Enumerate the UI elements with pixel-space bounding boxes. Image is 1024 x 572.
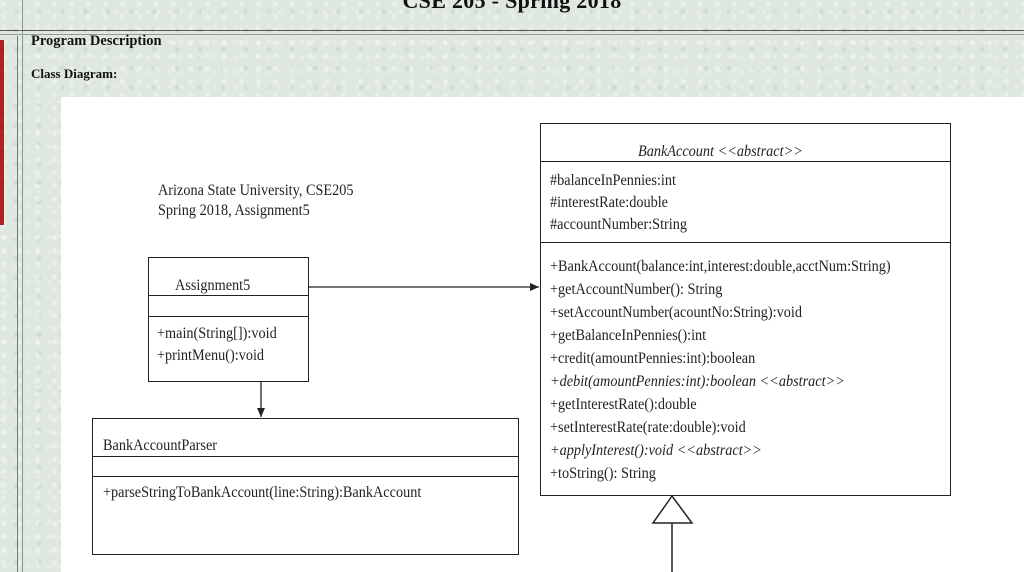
- class-divider: [149, 316, 308, 317]
- attribute: #accountNumber:String: [550, 216, 688, 233]
- class-divider: [541, 161, 950, 162]
- attribute: #interestRate:double: [550, 194, 669, 211]
- method: +applyInterest():void <<abstract>>: [550, 442, 762, 459]
- method: +main(String[]):void: [157, 325, 277, 342]
- diagram-caption: Arizona State University, CSE205 Spring …: [158, 181, 354, 221]
- class-diagram: Arizona State University, CSE205 Spring …: [61, 97, 1024, 572]
- method: +printMenu():void: [157, 347, 265, 364]
- class-diagram-heading: Class Diagram:: [31, 66, 118, 81]
- method: +debit(amountPennies:int):boolean <<abst…: [550, 373, 845, 390]
- caption-line: Arizona State University, CSE205: [158, 182, 354, 199]
- method: +parseStringToBankAccount(line:String):B…: [103, 484, 422, 501]
- class-bank-account: BankAccount <<abstract>> #balanceInPenni…: [540, 123, 951, 496]
- class-assignment5: Assignment5 +main(String[]):void +printM…: [148, 257, 309, 382]
- class-divider: [149, 295, 308, 296]
- class-divider: [93, 476, 518, 477]
- class-divider: [541, 242, 950, 243]
- attribute: #balanceInPennies:int: [550, 172, 676, 189]
- left-frame-line: [17, 36, 18, 572]
- method: +getBalanceInPennies():int: [550, 327, 707, 344]
- method: +toString(): String: [550, 465, 656, 482]
- method: +credit(amountPennies:int):boolean: [550, 350, 756, 367]
- section-heading: Program Description: [31, 33, 162, 49]
- class-bank-account-parser: BankAccountParser +parseStringToBankAcco…: [92, 418, 519, 555]
- method: +setInterestRate(rate:double):void: [550, 419, 746, 436]
- class-name: Assignment5: [175, 277, 251, 294]
- method: +setAccountNumber(acountNo:String):void: [550, 304, 803, 321]
- method: +getAccountNumber(): String: [550, 281, 723, 298]
- class-divider: [93, 456, 518, 457]
- diagram-connectors: [257, 283, 694, 572]
- caption-line: Spring 2018, Assignment5: [158, 202, 310, 219]
- left-red-strip: [0, 40, 4, 225]
- class-name: BankAccountParser: [103, 437, 218, 454]
- method: +getInterestRate():double: [550, 396, 697, 413]
- header-divider: [0, 30, 1024, 35]
- method: +BankAccount(balance:int,interest:double…: [550, 258, 891, 275]
- page-title: CSE 205 - Spring 2018: [402, 0, 622, 13]
- class-name: BankAccount <<abstract>>: [638, 143, 803, 160]
- inheritance-triangle: [651, 494, 694, 524]
- left-frame-rail: [0, 0, 23, 572]
